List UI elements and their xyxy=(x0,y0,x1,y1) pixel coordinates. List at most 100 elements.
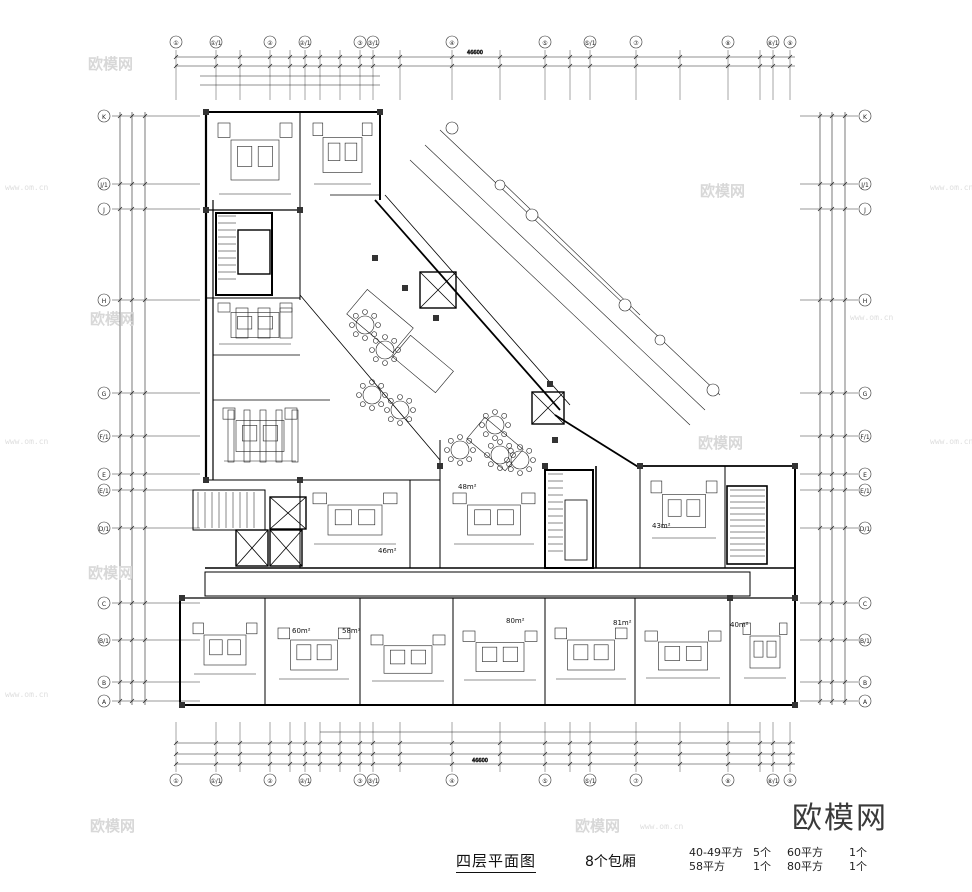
svg-text:C: C xyxy=(863,601,867,608)
watermark-url: www.om.cn xyxy=(5,690,49,699)
svg-text:⑤/1: ⑤/1 xyxy=(584,40,595,47)
room-area-label: 40m² xyxy=(730,621,749,629)
svg-text:③/1: ③/1 xyxy=(367,778,378,785)
shelf xyxy=(243,409,251,463)
dining-tables xyxy=(346,289,536,476)
grid-bubble: ①/1 xyxy=(209,773,223,787)
summary-row: 58平方 1个 80平方 1个 xyxy=(689,860,879,874)
svg-text:E/1: E/1 xyxy=(860,488,870,495)
grid-bubble: E/1 xyxy=(97,483,111,497)
grid-bubble: ②/1 xyxy=(298,35,312,49)
svg-text:E: E xyxy=(102,472,106,479)
summary-cell: 58平方 xyxy=(689,860,725,873)
svg-text:J: J xyxy=(102,207,105,214)
grid-bubble: J xyxy=(97,202,111,216)
room-furnishing xyxy=(452,492,536,545)
grid-bubble: ⑨ xyxy=(783,773,797,787)
column xyxy=(727,595,733,601)
round-table xyxy=(356,379,388,411)
column xyxy=(637,463,643,469)
grid-bubble: ⑨ xyxy=(783,35,797,49)
svg-text:⑤: ⑤ xyxy=(542,778,547,785)
svg-text:①: ① xyxy=(173,778,178,785)
watermark: 欧模网 xyxy=(575,817,621,835)
grid-bubble: ⑤ xyxy=(538,35,552,49)
summary-cell: 80平方 xyxy=(787,860,823,873)
grid-bubble: D/1 xyxy=(858,521,872,535)
svg-text:②: ② xyxy=(267,778,273,785)
room-area-label: 58m² xyxy=(342,627,361,635)
grid-bubble: E xyxy=(97,467,111,481)
svg-text:K: K xyxy=(102,114,107,121)
column xyxy=(552,437,558,443)
svg-text:③: ③ xyxy=(357,40,362,47)
round-table xyxy=(504,444,536,476)
svg-text:⑦: ⑦ xyxy=(633,778,639,785)
grid-bubble: ⑤/1 xyxy=(583,35,597,49)
drawing-title: 四层平面图 xyxy=(456,850,537,873)
grid-bubble: ①/1 xyxy=(209,35,223,49)
grid-bubble: ② xyxy=(263,773,277,787)
column xyxy=(377,109,383,115)
shelf xyxy=(235,307,249,339)
svg-text:①/1: ①/1 xyxy=(210,778,221,785)
grid-bubble: ⑧ xyxy=(721,773,735,787)
column xyxy=(792,595,798,601)
room-furnishing xyxy=(644,630,722,679)
watermark: 欧模网 xyxy=(88,55,134,73)
svg-text:B: B xyxy=(863,680,867,687)
svg-text:B: B xyxy=(102,680,106,687)
room-furnishing xyxy=(462,630,538,681)
shelf xyxy=(257,307,271,339)
grid-bubble: ④ xyxy=(445,35,459,49)
column xyxy=(402,285,408,291)
column xyxy=(433,315,439,321)
room-area-label: 80m² xyxy=(506,617,525,625)
overall-dimension: 46600 xyxy=(472,758,488,764)
stair-cores xyxy=(192,212,768,569)
grid-bubble: ③ xyxy=(353,35,367,49)
grid-bubble: F/1 xyxy=(97,429,111,443)
grid-bubble: ②/1 xyxy=(298,773,312,787)
booth xyxy=(346,289,414,353)
grid-bubble: ② xyxy=(263,35,277,49)
watermark: 欧模网 xyxy=(88,564,134,582)
watermark-url: www.om.cn xyxy=(5,183,49,192)
grid-bubble: B xyxy=(858,675,872,689)
column xyxy=(203,109,209,115)
grid-bubble: B xyxy=(97,675,111,689)
summary-cell: 5个 xyxy=(753,846,771,859)
booth xyxy=(466,416,524,472)
column xyxy=(792,463,798,469)
grid-bubble: ③/1 xyxy=(366,35,380,49)
grid-bubble: C xyxy=(858,596,872,610)
column xyxy=(297,207,303,213)
svg-text:F/1: F/1 xyxy=(99,434,108,441)
svg-text:H: H xyxy=(102,298,107,305)
grid-bubble: G xyxy=(858,386,872,400)
svg-text:②/1: ②/1 xyxy=(299,778,310,785)
shelf xyxy=(291,409,299,463)
grid-bubble: B/1 xyxy=(858,633,872,647)
room-furnishing xyxy=(217,122,293,195)
room-area-label: 46m² xyxy=(378,547,397,555)
column xyxy=(203,477,209,483)
summary-cell: 1个 xyxy=(849,846,867,859)
svg-text:④: ④ xyxy=(449,778,454,785)
svg-text:⑨: ⑨ xyxy=(787,40,792,47)
grid-bubble: ③/1 xyxy=(366,773,380,787)
room-area-label: 48m² xyxy=(458,483,477,491)
svg-text:G: G xyxy=(863,391,868,398)
svg-text:K: K xyxy=(863,114,868,121)
column xyxy=(372,255,378,261)
booth xyxy=(392,334,454,394)
round-table xyxy=(444,434,476,466)
watermark: 欧模网 xyxy=(700,182,746,200)
round-table xyxy=(369,334,401,366)
summary-cell: 1个 xyxy=(849,860,867,873)
grid-bubble: ⑦ xyxy=(629,773,643,787)
column xyxy=(547,381,553,387)
svg-text:⑤: ⑤ xyxy=(542,40,547,47)
grid-bubble: ⑧ xyxy=(721,35,735,49)
